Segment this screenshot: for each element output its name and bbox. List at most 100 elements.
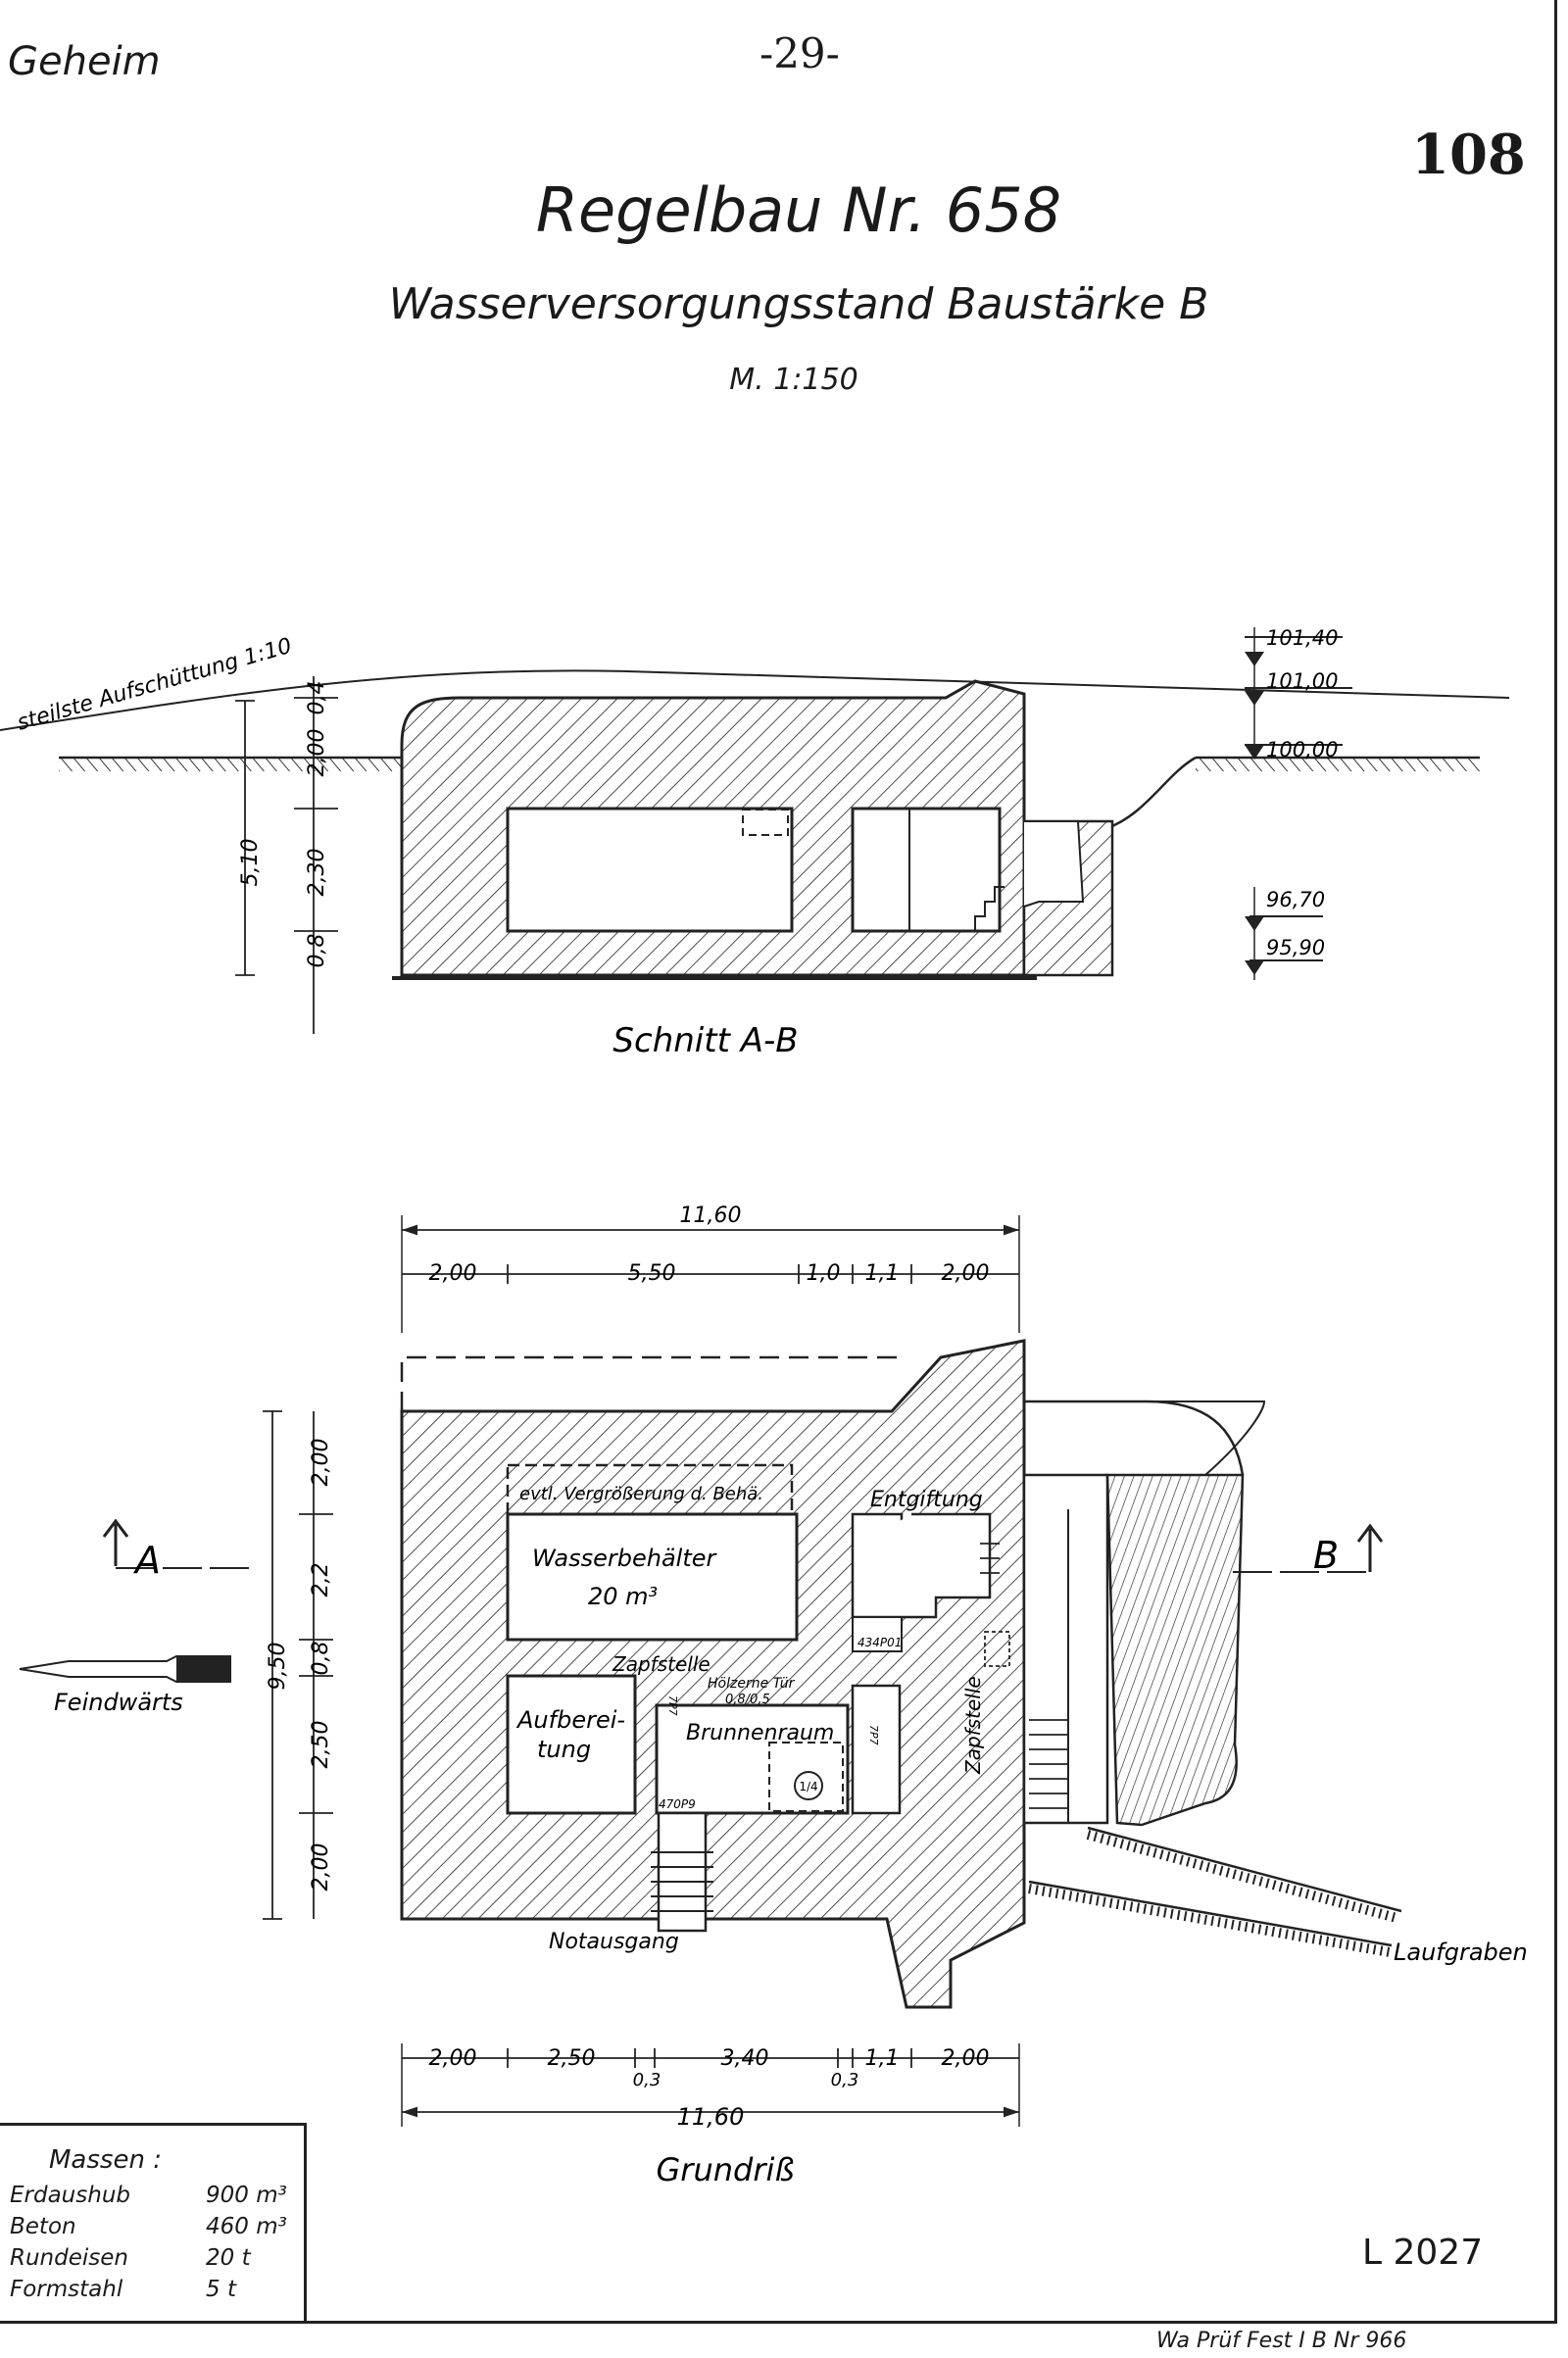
dim-bottom-2-50: 2,50 — [548, 2046, 596, 2071]
level-95-90: 95,90 — [1266, 936, 1325, 959]
treatment-room — [506, 1674, 637, 1815]
vdim-2-00: 2,00 — [305, 729, 329, 777]
sheet-frame-right — [1554, 0, 1557, 2323]
tap-box — [984, 1631, 1010, 1667]
section-view: steilste Aufschüttung 1:10 101,40 101,00… — [0, 626, 1510, 1060]
enemy-direction-label: Feindwärts — [54, 1689, 183, 1716]
water-tank-room — [506, 1512, 799, 1642]
masses-label: Beton — [10, 2214, 76, 2239]
dim-top-1-1: 1,1 — [865, 1261, 900, 1286]
well-room-label: Brunnenraum — [686, 1721, 834, 1745]
trench-lower-edge — [1028, 1880, 1393, 1947]
dim-top-5-50: 5,50 — [628, 1261, 676, 1286]
entrance-corridor — [1022, 1473, 1109, 1825]
trench-label: Laufgraben — [1394, 1939, 1528, 1966]
level-101-40: 101,40 — [1266, 626, 1338, 650]
dim-left-0-8: 0,8 — [309, 1642, 333, 1676]
level-101-00: 101,00 — [1266, 669, 1338, 693]
wooden-door-size: 0,8/0,5 — [725, 1693, 770, 1707]
trench-upper-edge — [1087, 1826, 1402, 1913]
level-100-00: 100,00 — [1266, 738, 1338, 761]
level-96-70: 96,70 — [1266, 888, 1325, 911]
level-triangle — [1245, 745, 1264, 760]
treatment-label-2: tung — [537, 1736, 591, 1763]
masses-heading: Massen : — [49, 2145, 162, 2175]
sheet-frame-bottom — [0, 2321, 1557, 2324]
section-marker-a-arrow — [102, 1518, 129, 1566]
door-code-5: 470P9 — [659, 1797, 696, 1811]
pump-symbol — [794, 1771, 823, 1800]
enlargement-label: evtl. Vergrößerung d. Behä. — [519, 1484, 763, 1504]
dim-top-1-0: 1,0 — [807, 1261, 841, 1286]
decontamination-label: Entgiftung — [870, 1488, 983, 1512]
entrance-stairs — [1029, 1719, 1068, 1809]
sheet-number: 108 — [1411, 123, 1526, 187]
drawing-subtitle: Wasserversorgungsstand Baustärke B — [388, 279, 1209, 329]
side-passage — [851, 1684, 902, 1815]
section-marker-b-arrow — [1356, 1523, 1384, 1572]
tap-point-label: Zapfstelle — [612, 1652, 710, 1676]
tank-cavity — [506, 807, 794, 933]
small-stair — [980, 1543, 1000, 1574]
dim-bottom-2-00b: 2,00 — [942, 2046, 990, 2071]
dashed-outline-top — [400, 1355, 902, 1411]
dim-left-2-00a: 2,00 — [309, 1439, 333, 1487]
dim-bottom-1-1: 1,1 — [865, 2046, 900, 2071]
pump-label: 1/4 — [799, 1780, 817, 1793]
enlargement-area — [506, 1463, 794, 1516]
masses-label: Erdaushub — [10, 2183, 130, 2208]
dim-left-2-50: 2,50 — [309, 1721, 333, 1769]
masses-value: 20 t — [206, 2245, 251, 2271]
ground-hatch-right — [1196, 758, 1480, 771]
door-code-3: 7P7 — [867, 1725, 880, 1745]
treatment-label-1: Aufberei- — [515, 1706, 625, 1734]
plan-caption: Grundriß — [656, 2151, 794, 2188]
water-tank-volume: 20 m³ — [588, 1583, 658, 1610]
dim-left-9-50: 9,50 — [266, 1643, 290, 1691]
dim-left-2-2: 2,2 — [309, 1563, 333, 1597]
enemy-arrow-fletching — [176, 1656, 230, 1682]
vdim-2-30: 2,30 — [305, 849, 329, 897]
water-tank-label: Wasserbehälter — [532, 1545, 718, 1572]
plan-view: 11,60 2,00 5,50 1,0 1,1 2,00 1/4 — [19, 1204, 1528, 2188]
trench-slope — [1106, 756, 1197, 830]
embankment-top — [1023, 1400, 1266, 1476]
section-caption: Schnitt A-B — [612, 1021, 798, 1060]
bunker-plan-body — [400, 1339, 1026, 2009]
masses-value: 460 m³ — [206, 2214, 287, 2239]
dim-left-2-00b: 2,00 — [309, 1843, 333, 1891]
dim-top-2-00a: 2,00 — [429, 1261, 477, 1286]
section-stairs — [974, 886, 1004, 931]
vdim-0-4: 0,4 — [305, 681, 329, 715]
vdim-5-10: 5,10 — [238, 839, 263, 887]
vdim-0-8: 0,8 — [305, 934, 329, 968]
drawing-scale: M. 1:150 — [729, 363, 858, 397]
embankment-curve — [1024, 1400, 1245, 1476]
masses-label: Rundeisen — [10, 2245, 128, 2271]
masses-value: 5 t — [206, 2277, 236, 2302]
embankment-fill — [1105, 1473, 1245, 1827]
dim-bottom-0-3b: 0,3 — [831, 2070, 859, 2090]
drawing-reference: L 2027 — [1362, 2233, 1484, 2273]
wooden-door-label: Hölzerne Tür — [708, 1676, 796, 1692]
well-dashed-area — [768, 1742, 844, 1812]
emergency-exit-label: Notausgang — [549, 1930, 679, 1954]
door-code-2: 434P01 — [858, 1636, 902, 1649]
slope-note: steilste Aufschüttung 1:10 — [15, 634, 295, 736]
hatch-opening-dashed — [742, 809, 789, 836]
emergency-exit-shaft — [657, 1811, 708, 1933]
dim-overall-bottom: 11,60 — [677, 2103, 745, 2131]
section-marker-a: A — [132, 1539, 161, 1582]
dim-overall-top: 11,60 — [680, 1204, 742, 1228]
classification-label: Geheim — [8, 39, 161, 84]
trench-revetment-upper — [1086, 1830, 1398, 1923]
dim-top-2-00b: 2,00 — [942, 1261, 990, 1286]
well-room — [655, 1703, 850, 1815]
drawing-title: Regelbau Nr. 658 — [535, 174, 1062, 246]
ground-hatch-left — [59, 758, 402, 771]
masses-table: Massen : Erdaushub 900 m³ Beton 460 m³ R… — [0, 2123, 307, 2323]
section-marker-b: B — [1313, 1534, 1339, 1577]
dim-bottom-0-3a: 0,3 — [633, 2070, 662, 2090]
